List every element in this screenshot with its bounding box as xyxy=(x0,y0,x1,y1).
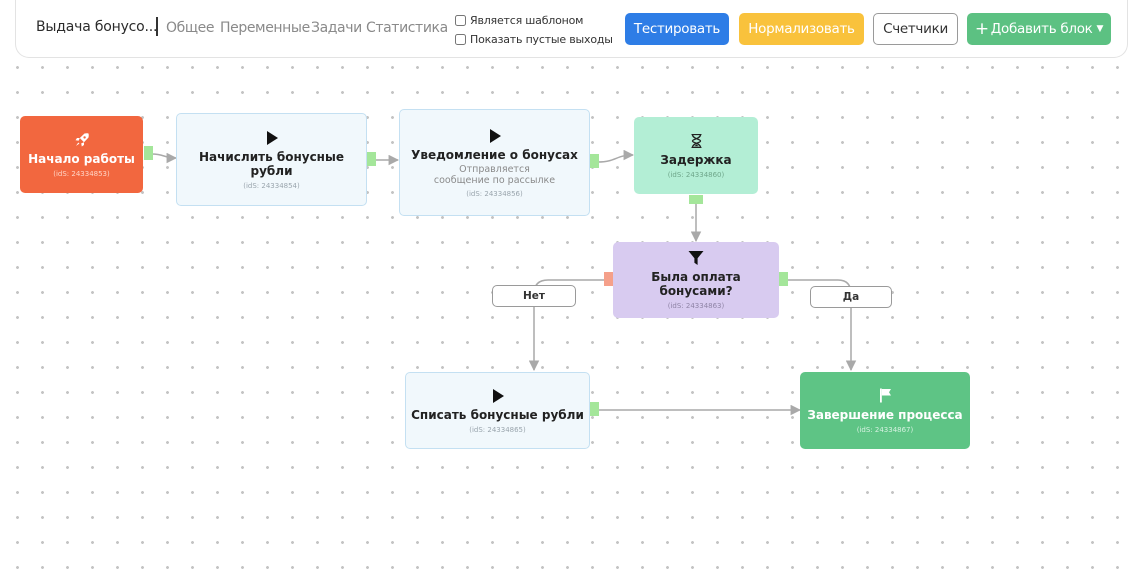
node-title: Была оплата бонусами? xyxy=(651,270,741,298)
template-checkbox-label: Является шаблоном xyxy=(470,13,584,27)
node-title: Уведомление о бонусах xyxy=(411,147,578,162)
tab-general[interactable]: Общее xyxy=(166,20,215,36)
counters-button[interactable]: Счетчики xyxy=(873,13,958,45)
node-title: Завершение процесса xyxy=(807,407,963,422)
normalize-button[interactable]: Нормализовать xyxy=(739,13,864,45)
output-port[interactable] xyxy=(590,154,599,168)
node-id: (idS: 24334853) xyxy=(53,169,110,178)
empty-outputs-checkbox-row[interactable]: Показать пустые выходы xyxy=(455,32,613,46)
edge-label-yes: Да xyxy=(810,286,892,308)
flag-icon xyxy=(879,387,892,405)
node-title: Начислить бонусные рубли xyxy=(199,149,344,178)
play-icon xyxy=(266,129,278,147)
output-port-yes[interactable] xyxy=(779,272,788,286)
output-port-no[interactable] xyxy=(604,272,613,286)
node-id: (idS: 24334860) xyxy=(667,170,725,179)
add-block-button[interactable]: + Добавить блок ▼ xyxy=(967,13,1111,45)
title-divider xyxy=(156,17,158,36)
node-delay[interactable]: Задержка (idS: 24334860) xyxy=(634,117,758,194)
tab-tasks[interactable]: Задачи xyxy=(311,20,362,36)
node-condition-bonus-payment[interactable]: Была оплата бонусами? (idS: 24334863) xyxy=(613,242,779,318)
test-button[interactable]: Тестировать xyxy=(625,13,729,45)
edge-label-no: Нет xyxy=(492,285,576,307)
toolbar: Выдача бонусо... Общее Переменные Задачи… xyxy=(15,0,1128,58)
node-title: Списать бонусные рубли xyxy=(411,407,584,422)
node-start[interactable]: Начало работы (idS: 24334853) xyxy=(20,116,143,193)
play-icon xyxy=(492,387,504,405)
tab-statistics[interactable]: Статистика xyxy=(366,20,448,36)
template-checkbox[interactable] xyxy=(455,14,466,26)
output-port[interactable] xyxy=(689,195,703,204)
node-title: Начало работы xyxy=(28,151,135,166)
template-checkbox-row[interactable]: Является шаблоном xyxy=(455,13,583,27)
node-accrue-bonus[interactable]: Начислить бонусные рубли (idS: 24334854) xyxy=(176,113,367,206)
node-title: Задержка xyxy=(660,152,732,167)
node-id: (idS: 24334865) xyxy=(469,425,526,434)
empty-outputs-checkbox[interactable] xyxy=(455,33,466,45)
output-port[interactable] xyxy=(144,146,153,160)
rocket-icon xyxy=(74,131,90,149)
output-port[interactable] xyxy=(367,152,376,166)
filter-icon xyxy=(688,249,704,267)
play-icon xyxy=(489,127,501,145)
node-id: (idS: 24334863) xyxy=(667,302,725,310)
caret-down-icon: ▼ xyxy=(1096,24,1104,34)
add-block-label: Добавить блок xyxy=(990,21,1093,37)
edge-start-to-accrue xyxy=(151,152,178,164)
empty-outputs-checkbox-label: Показать пустые выходы xyxy=(470,32,613,46)
node-notify-bonus[interactable]: Уведомление о бонусах Отправляется сообщ… xyxy=(399,109,590,216)
plus-icon: + xyxy=(974,19,989,39)
node-finish[interactable]: Завершение процесса (idS: 24334867) xyxy=(800,372,970,449)
node-id: (idS: 24334856) xyxy=(466,189,523,198)
node-id: (idS: 24334867) xyxy=(856,425,914,434)
node-description: Отправляется сообщение по рассылке xyxy=(433,163,556,186)
node-writeoff-bonus[interactable]: Списать бонусные рубли (idS: 24334865) xyxy=(405,372,590,449)
output-port[interactable] xyxy=(590,402,599,416)
edge-notify-to-delay xyxy=(597,149,635,163)
tab-variables[interactable]: Переменные xyxy=(220,20,310,36)
process-title: Выдача бонусо... xyxy=(36,19,158,35)
node-id: (idS: 24334854) xyxy=(243,181,300,190)
hourglass-icon xyxy=(691,132,702,150)
